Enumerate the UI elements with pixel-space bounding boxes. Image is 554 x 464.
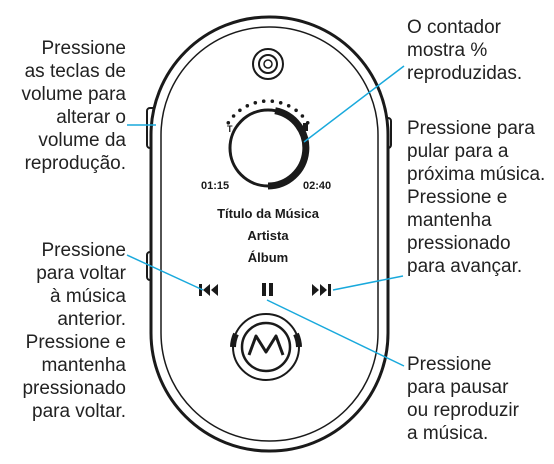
callout-line: Pressione e bbox=[25, 332, 126, 353]
callout-line: mantenha bbox=[41, 355, 126, 376]
motorola-logo[interactable] bbox=[230, 313, 302, 381]
callout-line: para voltar bbox=[36, 263, 126, 284]
next-callout: Pressione para pular para a próxima músi… bbox=[407, 117, 551, 278]
callout-line: próxima música. bbox=[407, 164, 546, 185]
volume-dot bbox=[261, 99, 266, 103]
time-total: 02:40 bbox=[303, 180, 331, 192]
callout-line: pular para a bbox=[407, 141, 509, 162]
shuffle-icon: T bbox=[227, 124, 233, 134]
time-elapsed: 01:15 bbox=[201, 180, 229, 192]
callout-line: Pressione para bbox=[407, 118, 535, 139]
previous-track-icon[interactable] bbox=[199, 284, 218, 296]
progress-ring-inner bbox=[235, 115, 301, 181]
callout-line: Pressione bbox=[407, 354, 492, 375]
callout-line: ou reproduzir bbox=[407, 400, 519, 421]
callout-line: anterior. bbox=[57, 309, 126, 330]
callout-line: à música bbox=[49, 286, 126, 307]
leader-lines bbox=[126, 65, 405, 367]
callout-line: para avançar. bbox=[407, 256, 523, 277]
pause-icon[interactable] bbox=[262, 283, 273, 296]
counter-callout: O contador mostra % reproduzidas. bbox=[407, 16, 547, 85]
volume-dot bbox=[231, 114, 236, 118]
volume-dot bbox=[278, 101, 283, 105]
volume-dot bbox=[286, 104, 291, 108]
camera-lens-icon bbox=[252, 48, 284, 80]
callout-line: O contador bbox=[407, 17, 501, 38]
callout-line: as teclas de bbox=[24, 61, 126, 82]
callout-line: volume para bbox=[21, 84, 126, 105]
repeat-icon bbox=[303, 123, 308, 131]
previous-callout: Pressione para voltar à música anterior.… bbox=[8, 239, 126, 423]
volume-dot bbox=[238, 108, 242, 113]
leader-pause bbox=[266, 299, 405, 367]
volume-callout: Pressione as teclas de volume para alter… bbox=[18, 37, 126, 175]
device-body-inner bbox=[160, 26, 379, 442]
callout-line: volume da bbox=[38, 130, 126, 151]
artist-name: Artista bbox=[247, 228, 289, 243]
callout-line: para voltar. bbox=[32, 401, 126, 422]
volume-dot bbox=[253, 101, 258, 105]
volume-dots bbox=[226, 99, 310, 125]
callout-line: alterar o bbox=[56, 107, 126, 128]
volume-dot bbox=[245, 104, 250, 108]
pause-callout: Pressione para pausar ou reproduzir a mú… bbox=[407, 353, 547, 445]
callout-line: Pressione bbox=[41, 240, 127, 261]
callout-line: pressionado bbox=[407, 233, 511, 254]
callout-line: mostra % bbox=[407, 40, 488, 61]
callout-line: para pausar bbox=[407, 377, 509, 398]
volume-dot bbox=[300, 114, 305, 118]
callout-line: a música. bbox=[407, 423, 489, 444]
leader-previous bbox=[126, 254, 204, 291]
callout-line: Pressione bbox=[41, 38, 127, 59]
progress-arc bbox=[267, 107, 310, 190]
next-track-icon[interactable] bbox=[312, 284, 331, 296]
callout-line: Pressione e bbox=[407, 187, 508, 208]
callout-line: reprodução. bbox=[24, 153, 126, 174]
song-title: Título da Música bbox=[217, 206, 320, 221]
callout-line: reproduzidas. bbox=[407, 63, 523, 84]
callout-line: mantenha bbox=[407, 210, 492, 231]
volume-dot bbox=[294, 108, 298, 113]
callout-line: pressionado bbox=[22, 378, 126, 399]
leader-next bbox=[332, 275, 404, 291]
volume-dot bbox=[226, 121, 231, 125]
volume-dot bbox=[270, 99, 275, 103]
album-name: Álbum bbox=[248, 250, 288, 265]
leader-counter bbox=[303, 65, 405, 143]
